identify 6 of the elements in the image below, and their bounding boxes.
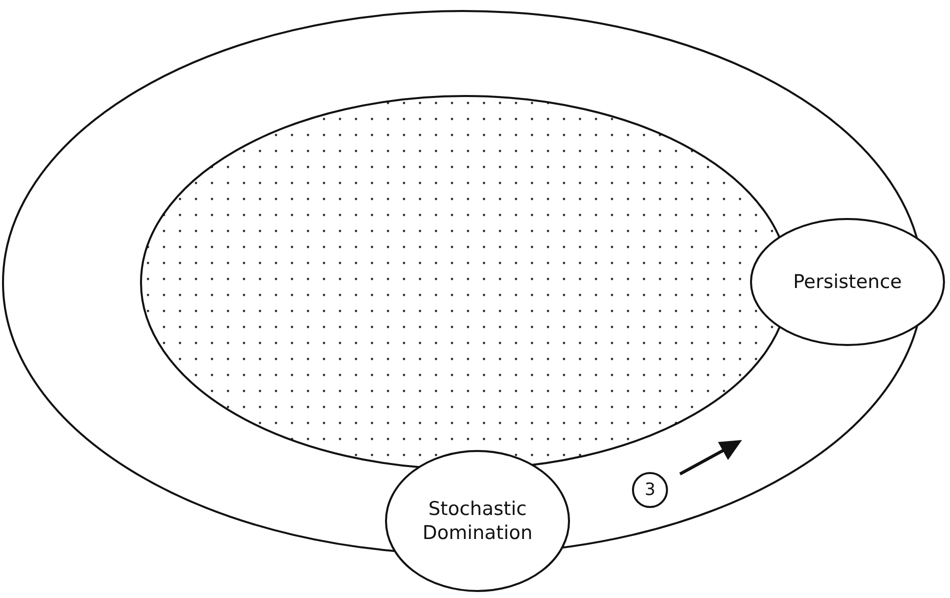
node-label: Stochastic Domination xyxy=(421,497,534,545)
callout-number: 3 xyxy=(644,479,656,502)
ellipse-node xyxy=(385,450,570,592)
node-label: Persistence xyxy=(792,270,903,294)
ellipse-node xyxy=(750,218,945,346)
callout-circle xyxy=(632,472,668,508)
